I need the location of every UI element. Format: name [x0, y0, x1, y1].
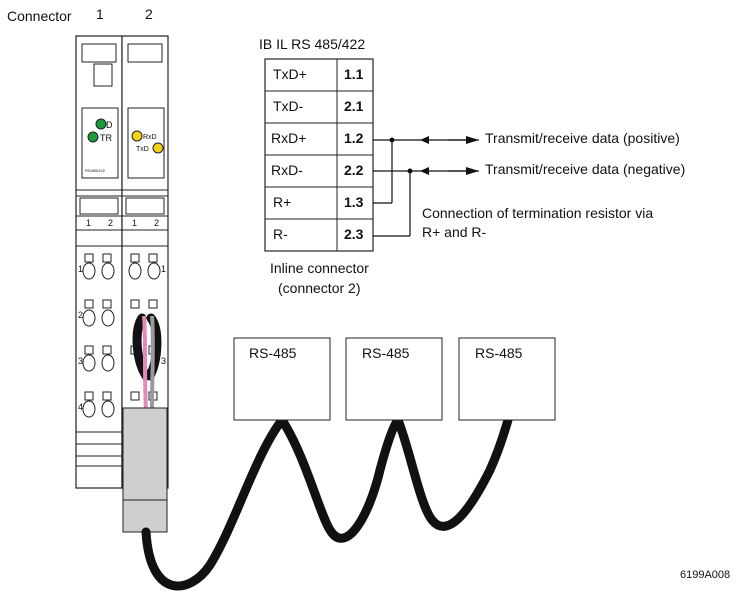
terminal-top-1b: 1 [132, 218, 137, 228]
connector-label: Connector [7, 8, 72, 24]
pin-1-3: 1.3 [344, 194, 364, 210]
signal-lines [373, 136, 479, 237]
pin-2-3: 2.3 [344, 226, 364, 242]
led-label-rxd: RxD [143, 134, 157, 141]
terminal-row-3b: 3 [161, 356, 166, 366]
led-label-tr: TR [100, 133, 112, 143]
connector-wires [132, 313, 162, 413]
led-rxd [131, 130, 143, 142]
annotation-negative: Transmit/receive data (negative) [485, 161, 686, 177]
pin-2-2: 2.2 [344, 162, 364, 178]
device-label-1: RS-485 [249, 345, 297, 361]
signal-r-plus: R+ [273, 194, 292, 210]
annotation-termination-line1: Connection of termination resistor via [422, 205, 654, 221]
led-label-d: D [106, 120, 113, 130]
device-label-2: RS-485 [362, 345, 410, 361]
pin-1-2: 1.2 [344, 130, 364, 146]
bus-cable [141, 411, 513, 591]
connector-plug [122, 407, 168, 533]
rs485-device-3 [458, 337, 556, 421]
module-title: IB IL RS 485/422 [259, 36, 366, 52]
terminal-row-4: 4 [78, 402, 83, 412]
connector-number-2: 2 [145, 6, 153, 22]
signal-rxd-minus: RxD- [271, 162, 303, 178]
signal-txd-plus: TxD+ [273, 66, 307, 82]
annotation-termination-line2: R+ and R- [422, 224, 487, 240]
rs485-device-2 [345, 337, 443, 421]
signal-rxd-plus: RxD+ [271, 130, 307, 146]
connector-caption-line2: (connector 2) [278, 280, 361, 296]
connector-caption-line1: Inline connector [270, 260, 369, 276]
signal-txd-minus: TxD- [273, 98, 304, 114]
led-label-txd: TxD [136, 146, 149, 153]
pin-2-1: 2.1 [344, 98, 364, 114]
module-model-label: RS485/422 [85, 168, 106, 173]
terminal-top-2a: 2 [108, 218, 113, 228]
rs485-device-1 [233, 337, 331, 421]
pin-1-1: 1.1 [344, 66, 364, 82]
device-label-3: RS-485 [475, 345, 523, 361]
pin-table [264, 58, 374, 252]
led-txd [152, 142, 164, 154]
terminal-top-1a: 1 [86, 218, 91, 228]
annotation-positive: Transmit/receive data (positive) [485, 130, 680, 146]
terminal-row-1b: 1 [161, 264, 166, 274]
signal-r-minus: R- [273, 226, 288, 242]
terminal-row-2: 2 [78, 310, 83, 320]
inline-module-1 [75, 35, 123, 489]
connector-number-1: 1 [96, 6, 104, 22]
terminal-row-3: 3 [78, 356, 83, 366]
led-tr [87, 131, 99, 143]
terminal-row-1: 1 [78, 264, 83, 274]
led-d [95, 118, 107, 130]
terminal-top-2b: 2 [154, 218, 159, 228]
figure-id: 6199A008 [680, 569, 731, 581]
